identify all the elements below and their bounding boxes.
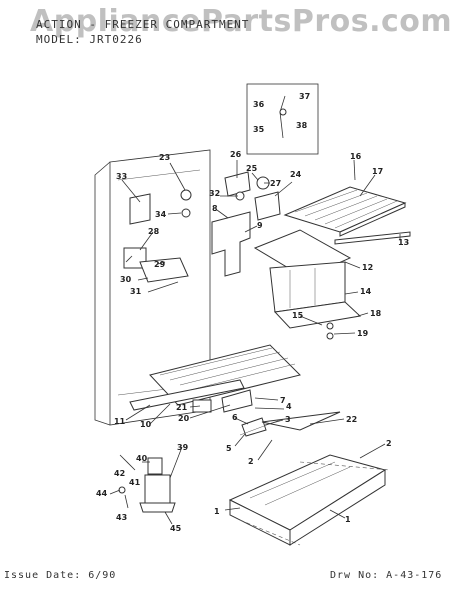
callout-42: 41 [129, 478, 141, 487]
callout-22: 21 [176, 403, 188, 412]
callout-24: 23 [159, 153, 170, 162]
callout-17: 16 [350, 152, 362, 161]
callout-23: 22 [346, 415, 357, 424]
callout-5: 4 [286, 402, 292, 411]
callout-12: 11 [114, 417, 126, 426]
callout-4: 3 [285, 415, 291, 424]
callout-31: 30 [120, 275, 132, 284]
callout-35: 34 [155, 210, 167, 219]
model-number: MODEL: JRT0226 [36, 33, 143, 46]
ice-maker-unit [118, 457, 176, 513]
callout-9: 8 [212, 204, 218, 213]
leader-lines [109, 159, 401, 525]
wire-shelf [283, 186, 411, 245]
callout-2-top: 2 [386, 439, 392, 448]
drawing-number: Drw No: A-43-176 [330, 570, 443, 581]
callout-13: 12 [362, 263, 373, 272]
callout-45: 44 [96, 489, 108, 498]
callout-25: 24 [290, 170, 302, 179]
callout-36: 35 [253, 125, 265, 134]
callout-27: 26 [230, 150, 242, 159]
section-title: ACTION - FREEZER COMPARTMENT [36, 18, 250, 31]
callout-18: 17 [372, 167, 383, 176]
callout-10: 9 [257, 221, 263, 230]
callout-26: 25 [246, 164, 258, 173]
callout-16: 15 [292, 311, 304, 320]
callout-33: 32 [209, 189, 220, 198]
callout-43: 42 [114, 469, 125, 478]
callout-28: 27 [270, 179, 281, 188]
callout-3: 2 [248, 457, 254, 466]
ice-bin-assembly [253, 229, 362, 340]
callout-41: 40 [136, 454, 148, 463]
glass-shelf [129, 344, 301, 411]
issue-date: Issue Date: 6/90 [4, 570, 117, 581]
fan-motor-assembly [123, 189, 192, 283]
callout-7: 6 [232, 413, 238, 422]
callout-30: 29 [154, 260, 166, 269]
callout-46: 45 [170, 524, 182, 533]
callout-37: 36 [253, 100, 265, 109]
callout-11: 10 [140, 420, 152, 429]
bottom-tray [228, 454, 391, 546]
callout-14: 13 [398, 238, 409, 247]
callout-1: 1 [345, 515, 351, 524]
callout-labels: 37 36 38 35 23 26 16 25 17 33 24 27 32 8… [96, 92, 409, 533]
callout-39: 38 [296, 121, 308, 130]
callout-21: 20 [178, 414, 190, 423]
inset-detail-box [246, 83, 319, 155]
evaporator-cover-assembly [211, 171, 281, 277]
callout-8: 7 [280, 396, 286, 405]
callout-34: 33 [116, 172, 127, 181]
callout-19: 18 [370, 309, 382, 318]
callout-29: 28 [148, 227, 160, 236]
callout-2-bottom: 1 [214, 507, 220, 516]
callout-6: 5 [226, 444, 232, 453]
callout-40: 39 [177, 443, 189, 452]
callout-32: 31 [130, 287, 142, 296]
watermark-logo: AppliancePartsPros.com [30, 4, 453, 39]
callout-38: 37 [299, 92, 310, 101]
callout-15: 14 [360, 287, 372, 296]
callout-44: 43 [116, 513, 127, 522]
damper-control-parts [192, 389, 341, 437]
callout-20: 19 [357, 329, 369, 338]
